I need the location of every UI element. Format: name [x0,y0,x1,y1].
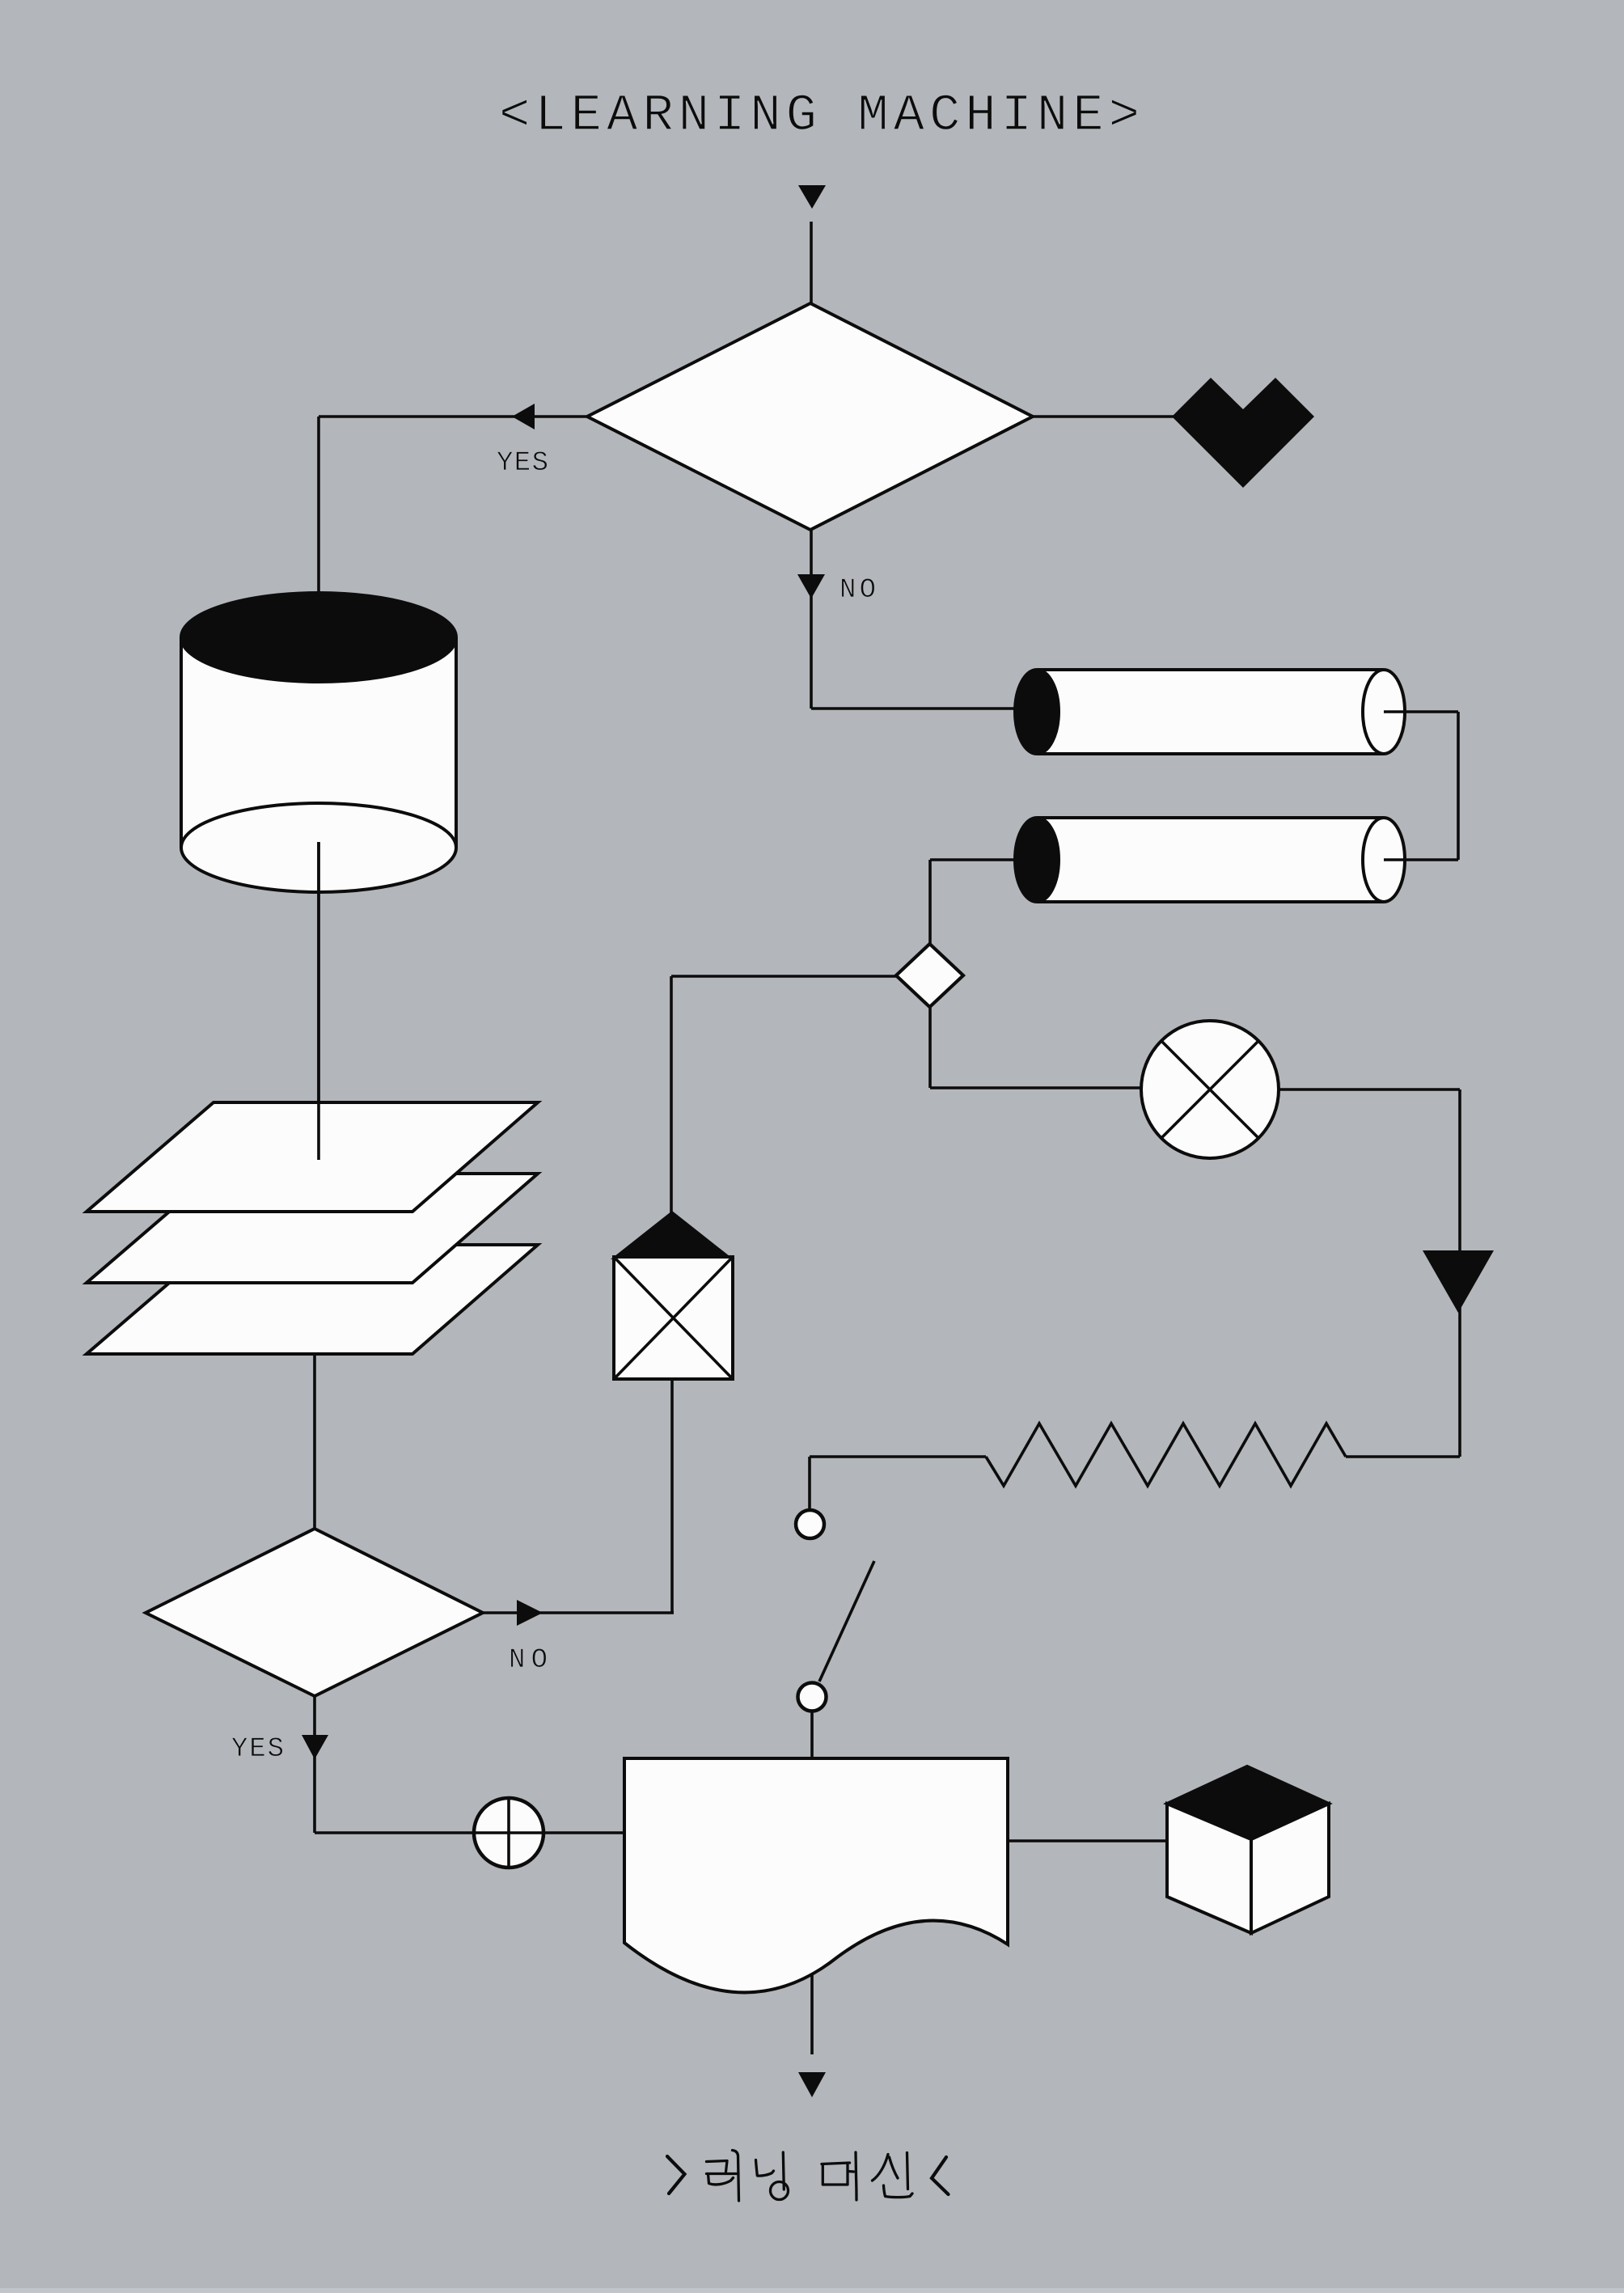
svg-text:YES: YES [231,1734,284,1765]
svg-text:YES: YES [497,448,548,479]
